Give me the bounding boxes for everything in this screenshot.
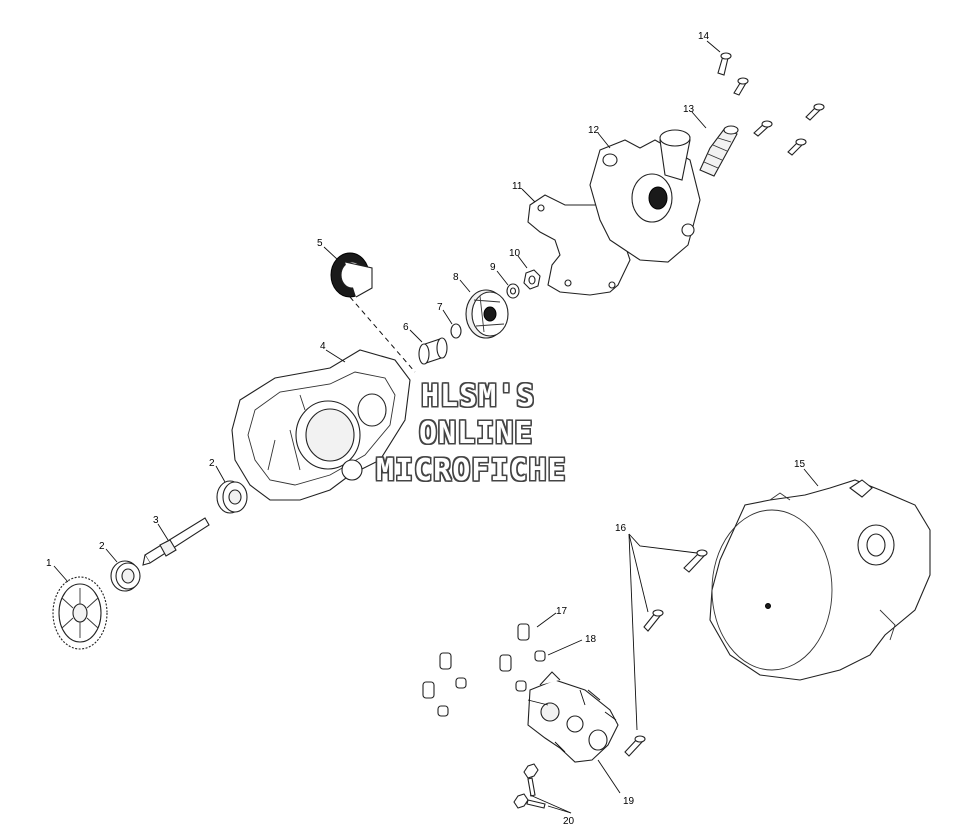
callout-20: 20	[563, 816, 575, 827]
part-1-gear	[52, 576, 108, 650]
callout-19: 19	[623, 796, 635, 807]
part-14-bolts	[717, 52, 825, 156]
callout-3: 3	[153, 515, 159, 526]
callout-16: 16	[615, 523, 627, 534]
part-17-dowels	[422, 623, 530, 699]
callout-17: 17	[556, 606, 568, 617]
part-19-valve-body	[527, 671, 619, 763]
part-20-bolts	[513, 763, 546, 809]
callout-4: 4	[320, 341, 326, 352]
callout-13: 13	[683, 104, 695, 115]
watermark-line-1: HLSM'S	[421, 379, 536, 414]
part-8-impeller	[465, 289, 509, 339]
callout-18: 18	[585, 634, 597, 645]
part-12-pump-cover	[589, 129, 701, 263]
part-13-fitting	[699, 125, 739, 177]
callout-10: 10	[509, 248, 521, 259]
part-16-bolts	[624, 549, 708, 757]
callout-2-upper: 2	[209, 458, 215, 469]
part-2-bearing-upper	[216, 480, 248, 514]
part-18-sleeves	[437, 650, 546, 717]
callout-1: 1	[46, 558, 52, 569]
part-9-washer	[506, 283, 520, 299]
watermark-line-2: ONLINE	[419, 416, 534, 451]
part-5-seal	[330, 252, 373, 298]
part-15-cover	[709, 479, 931, 681]
callout-14: 14	[698, 31, 710, 42]
callout-15: 15	[794, 459, 806, 470]
callout-5: 5	[317, 238, 323, 249]
part-10-nut	[523, 269, 541, 290]
part-2-bearing-lower	[110, 560, 141, 592]
part-3-shaft	[142, 517, 210, 566]
callout-12: 12	[588, 125, 600, 136]
callout-6: 6	[403, 322, 409, 333]
callout-8: 8	[453, 272, 459, 283]
part-4-housing	[231, 349, 411, 501]
callout-11: 11	[512, 181, 523, 192]
leader-lines	[53, 40, 819, 814]
part-6-spacer	[418, 337, 448, 365]
part-7-washer	[450, 323, 462, 339]
callout-7: 7	[437, 302, 443, 313]
seal-alignment-line	[349, 296, 416, 373]
watermark-line-3: MICROFICHE	[376, 453, 567, 488]
callout-9: 9	[490, 262, 496, 273]
callout-2-lower: 2	[99, 541, 105, 552]
callout-numbers: 1 2 3 2 4 5 6 7 8 9 10 11 12 13 14 15 16…	[46, 31, 806, 827]
